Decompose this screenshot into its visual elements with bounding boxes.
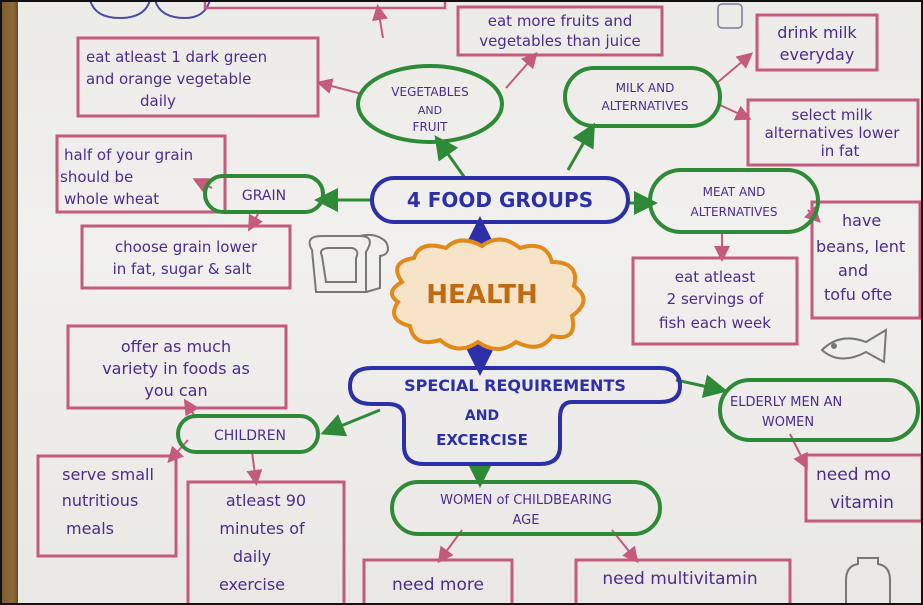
milk-jar-doodle — [845, 557, 891, 605]
children-note2-line1: serve small — [62, 465, 154, 484]
children-node: CHILDREN — [214, 428, 286, 444]
milk-node-line1: MILK AND — [616, 81, 675, 95]
women-node-line2: AGE — [513, 513, 540, 528]
hub-top-box — [370, 176, 630, 224]
milk-node-line2: ALTERNATIVES — [601, 99, 688, 113]
meat-note2-line1: have — [842, 211, 881, 230]
children-note3-line2: minutes of — [219, 519, 305, 538]
elderly-node-line2: WOMEN — [762, 415, 814, 430]
meat-note2-line2: beans, lent — [816, 237, 905, 256]
children-note1-line3: you can — [144, 381, 207, 400]
fish-doodle — [820, 328, 888, 364]
milk-note2-line1: select milk — [792, 106, 873, 124]
meat-node-line2: ALTERNATIVES — [690, 205, 777, 219]
children-note3-line1: atleast 90 — [226, 491, 306, 510]
veg-note1-line2: vegetables than juice — [479, 32, 641, 50]
women-note1-line1: need more — [392, 575, 484, 595]
milk-note1-line2: everyday — [780, 45, 855, 64]
hub-bottom-line3: EXCERCISE — [436, 431, 528, 449]
hub-top-label: 4 FOOD GROUPS — [407, 188, 593, 212]
meat-note1-line1: eat atleast — [675, 268, 756, 286]
women-note2-line1: need multivitamin — [602, 569, 757, 589]
veg-node-line1: VEGETABLES — [391, 85, 468, 99]
hub-bottom-line1: SPECIAL REQUIREMENTS — [404, 376, 626, 395]
milk-note2-line3: in fat — [821, 142, 860, 160]
veg-note2-line2: and orange vegetable — [86, 70, 251, 88]
children-note1-line1: offer as much — [121, 337, 231, 356]
hub-bottom-line2: AND — [465, 408, 499, 424]
children-note3-line4: exercise — [219, 575, 285, 594]
veg-note1-line1: eat more fruits and — [488, 12, 633, 30]
veg-node-line2: AND — [418, 104, 442, 117]
elderly-node-line1: ELDERLY MEN AN — [730, 395, 842, 410]
women-node-line1: WOMEN of CHILDBEARING — [440, 493, 612, 508]
bread-doodle — [308, 233, 389, 293]
health-cloud — [390, 237, 586, 351]
veg-note2-line1: eat atleast 1 dark green — [86, 48, 267, 66]
hub-bottom-box — [347, 366, 683, 466]
milk-note1-line1: drink milk — [777, 23, 857, 42]
children-note3-line3: daily — [233, 547, 271, 566]
veg-node-line3: FRUIT — [413, 120, 449, 134]
meat-note1-line3: fish each week — [659, 314, 771, 332]
grain-note2-line1: choose grain lower — [115, 238, 258, 256]
children-note1-line2: variety in foods as — [102, 359, 250, 378]
meat-note2-line4: tofu ofte — [824, 285, 892, 304]
children-note2-line3: meals — [66, 519, 114, 538]
grain-node: GRAIN — [242, 188, 286, 204]
connectors — [167, 51, 821, 564]
veg-note2-line3: daily — [140, 92, 176, 110]
grain-note1-line1: half of your grain — [64, 146, 193, 164]
meat-node-line1: MEAT AND — [703, 185, 766, 199]
milk-note2-line2: alternatives lower — [765, 124, 901, 142]
children-note2-line2: nutritious — [62, 491, 139, 510]
category-nodes — [176, 64, 920, 536]
grain-note1-line2: should be — [60, 168, 133, 186]
grain-note2-line2: in fat, sugar & salt — [113, 260, 252, 278]
center-label: HEALTH — [426, 280, 537, 310]
elderly-note1-line1: need mo — [816, 465, 891, 485]
grain-note1-line3: whole wheat — [64, 190, 159, 208]
note-boxes — [36, 5, 923, 605]
meat-note1-line2: 2 servings of — [667, 290, 764, 308]
meat-note2-line3: and — [838, 261, 868, 280]
elderly-note1-line2: vitamin — [830, 493, 894, 513]
